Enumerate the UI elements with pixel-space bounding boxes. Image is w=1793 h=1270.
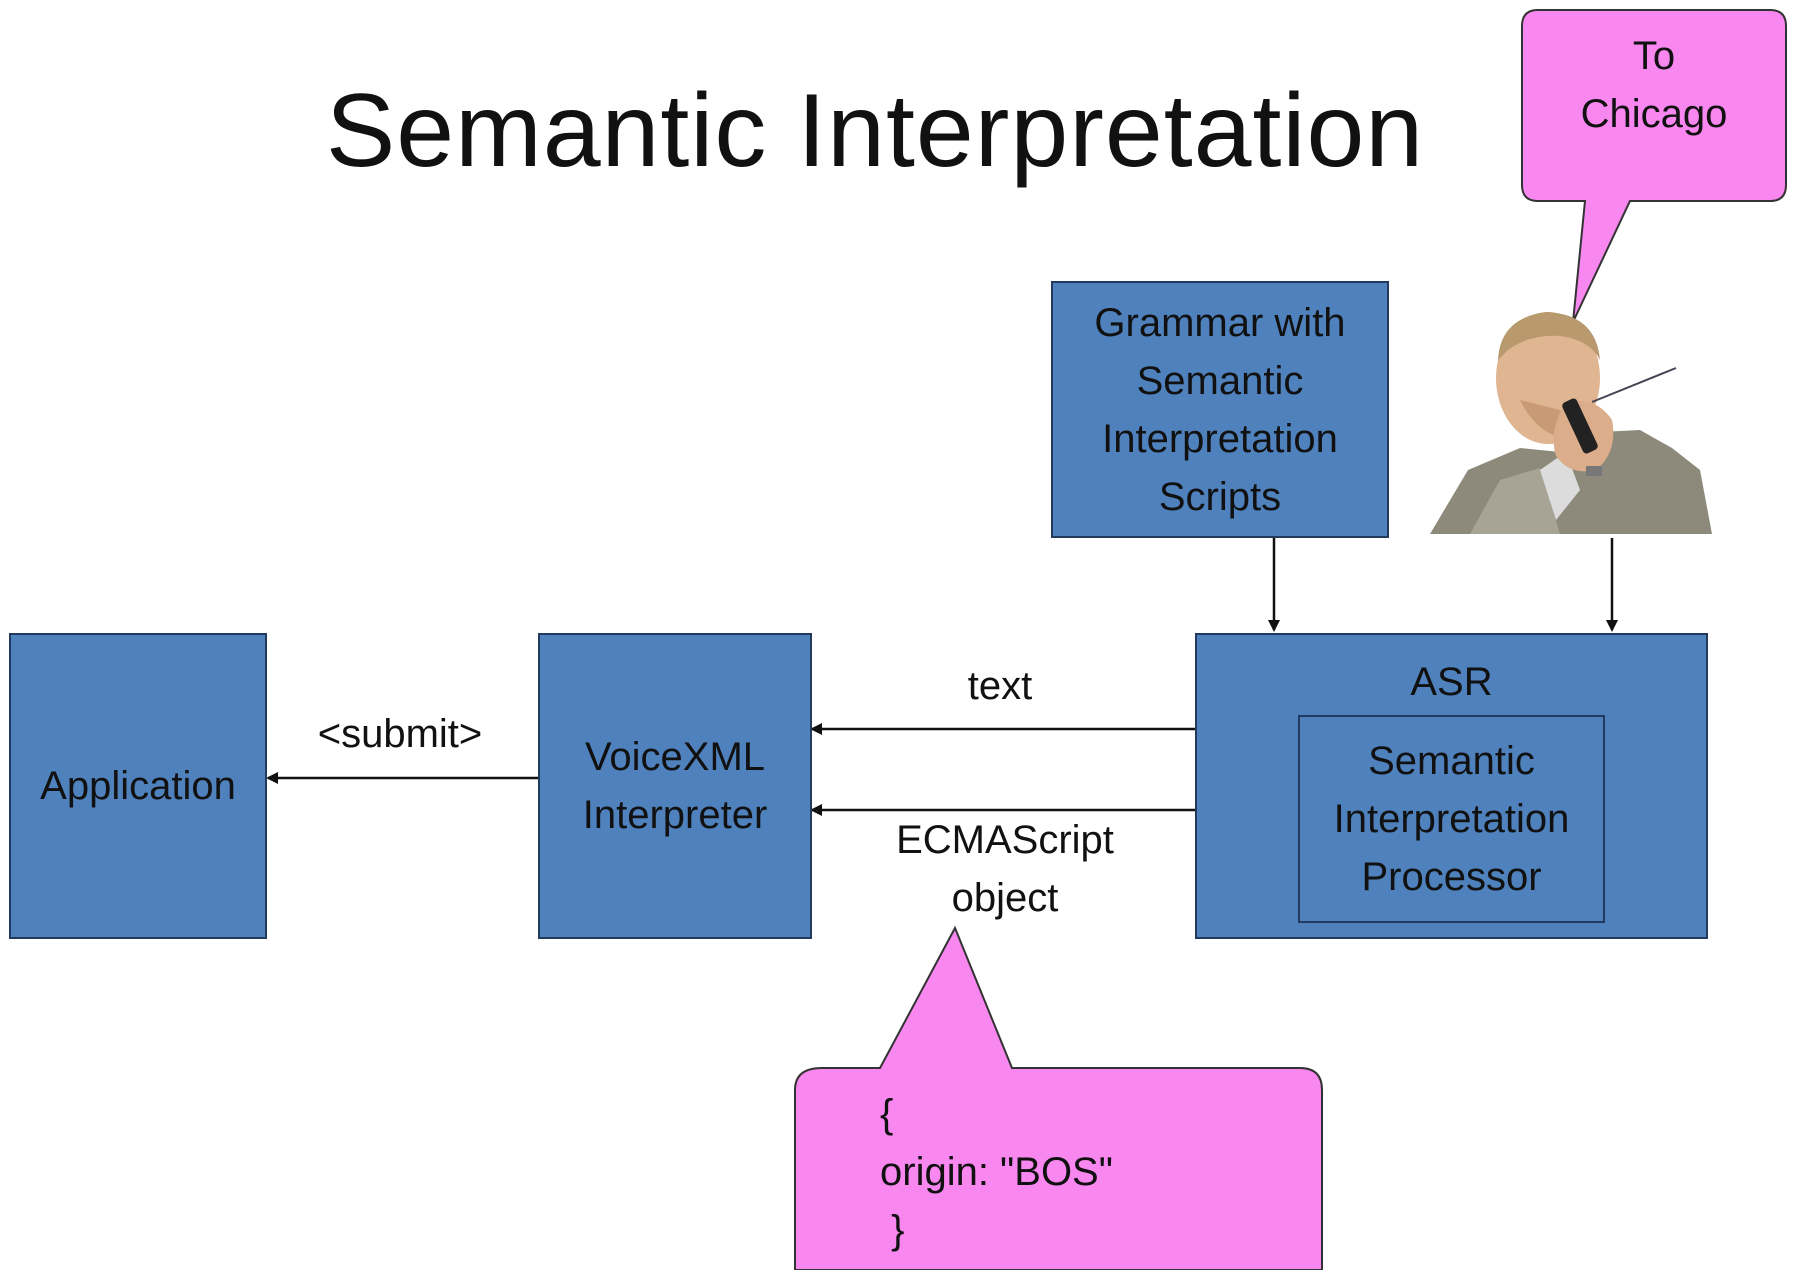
si-processor-line2: Interpretation: [1333, 797, 1570, 841]
application-box: Application: [9, 633, 267, 939]
object-bubble: [794, 925, 1323, 1270]
speech-bubble-line2: Chicago: [1580, 92, 1728, 136]
object-bubble-line2: origin: "BOS": [880, 1150, 1113, 1194]
si-processor-line1: Semantic: [1368, 739, 1535, 783]
page-title: Semantic Interpretation: [325, 73, 1425, 189]
grammar-label-line1: Grammar with: [1094, 300, 1346, 345]
application-label: Application: [40, 764, 236, 808]
ecmascript-label-line1: ECMAScript: [896, 818, 1114, 862]
submit-label: <submit>: [317, 712, 483, 756]
voicexml-interpreter-box: VoiceXML Interpreter: [538, 633, 812, 939]
object-bubble-line1: {: [880, 1092, 894, 1136]
voicexml-label-line1: VoiceXML: [584, 735, 766, 779]
si-processor-line3: Processor: [1361, 855, 1542, 899]
text-label: text: [967, 664, 1033, 708]
si-processor-box: Semantic Interpretation Processor: [1298, 715, 1605, 923]
voicexml-label-line2: Interpreter: [582, 793, 768, 837]
grammar-label-line4: Scripts: [1158, 474, 1282, 519]
grammar-label-line3: Interpretation: [1102, 416, 1338, 461]
grammar-box: Grammar with Semantic Interpretation Scr…: [1051, 281, 1389, 538]
speech-bubble: [1521, 9, 1787, 323]
object-bubble-line3: }: [880, 1208, 905, 1252]
ecmascript-label-line2: object: [951, 876, 1059, 920]
grammar-label-line2: Semantic: [1136, 358, 1304, 403]
speech-bubble-line1: To: [1632, 34, 1676, 78]
asr-label: ASR: [1410, 660, 1493, 704]
person-on-phone-icon: [1430, 312, 1712, 534]
